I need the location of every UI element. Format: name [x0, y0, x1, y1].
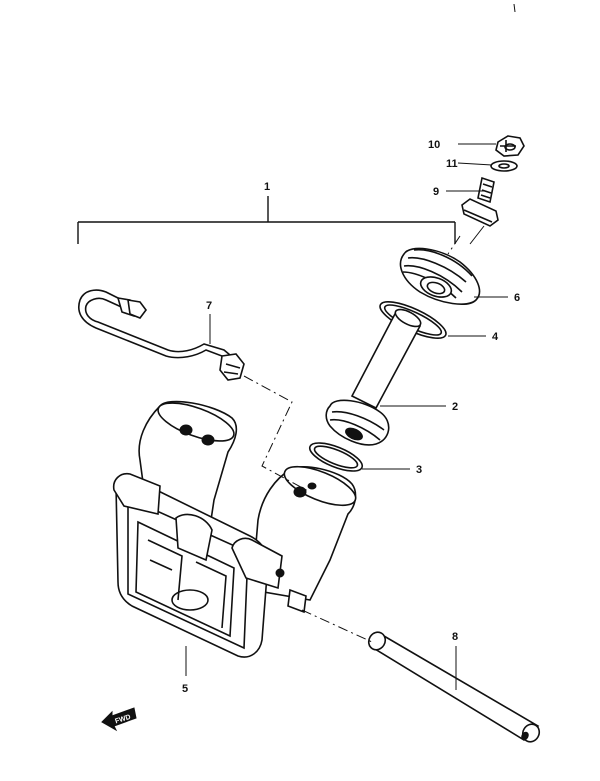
callout-3: 3	[416, 464, 422, 476]
callout-4: 4	[492, 331, 499, 343]
callout-6: 6	[514, 292, 520, 304]
nut-part	[495, 135, 525, 157]
callout-9: 9	[433, 186, 439, 198]
callout-7: 7	[206, 300, 212, 312]
callout-10: 10	[428, 139, 440, 151]
callout-8: 8	[452, 631, 458, 643]
tube-piston-part	[325, 308, 422, 446]
alignment-lines	[243, 225, 485, 643]
stray-mark	[513, 3, 516, 13]
callout-2: 2	[452, 401, 458, 413]
hose-pipe-part	[78, 289, 245, 381]
leader-lines	[185, 143, 508, 690]
threaded-cap-part	[399, 247, 481, 305]
washer-part	[490, 160, 518, 172]
callout-5: 5	[182, 683, 188, 695]
o-ring-lower-part	[308, 442, 364, 472]
assembly-bracket	[77, 196, 456, 244]
forward-arrow-icon: FWD	[101, 707, 137, 732]
callout-labels: 1 10 11 9 6 4 2 3 7 5 8	[182, 139, 520, 695]
fwd-label: FWD	[114, 714, 131, 726]
housing-part	[112, 400, 357, 658]
stud-bolt-part	[461, 176, 499, 227]
pin-part	[367, 631, 541, 743]
callout-1: 1	[264, 181, 270, 193]
callout-11: 11	[446, 158, 458, 170]
